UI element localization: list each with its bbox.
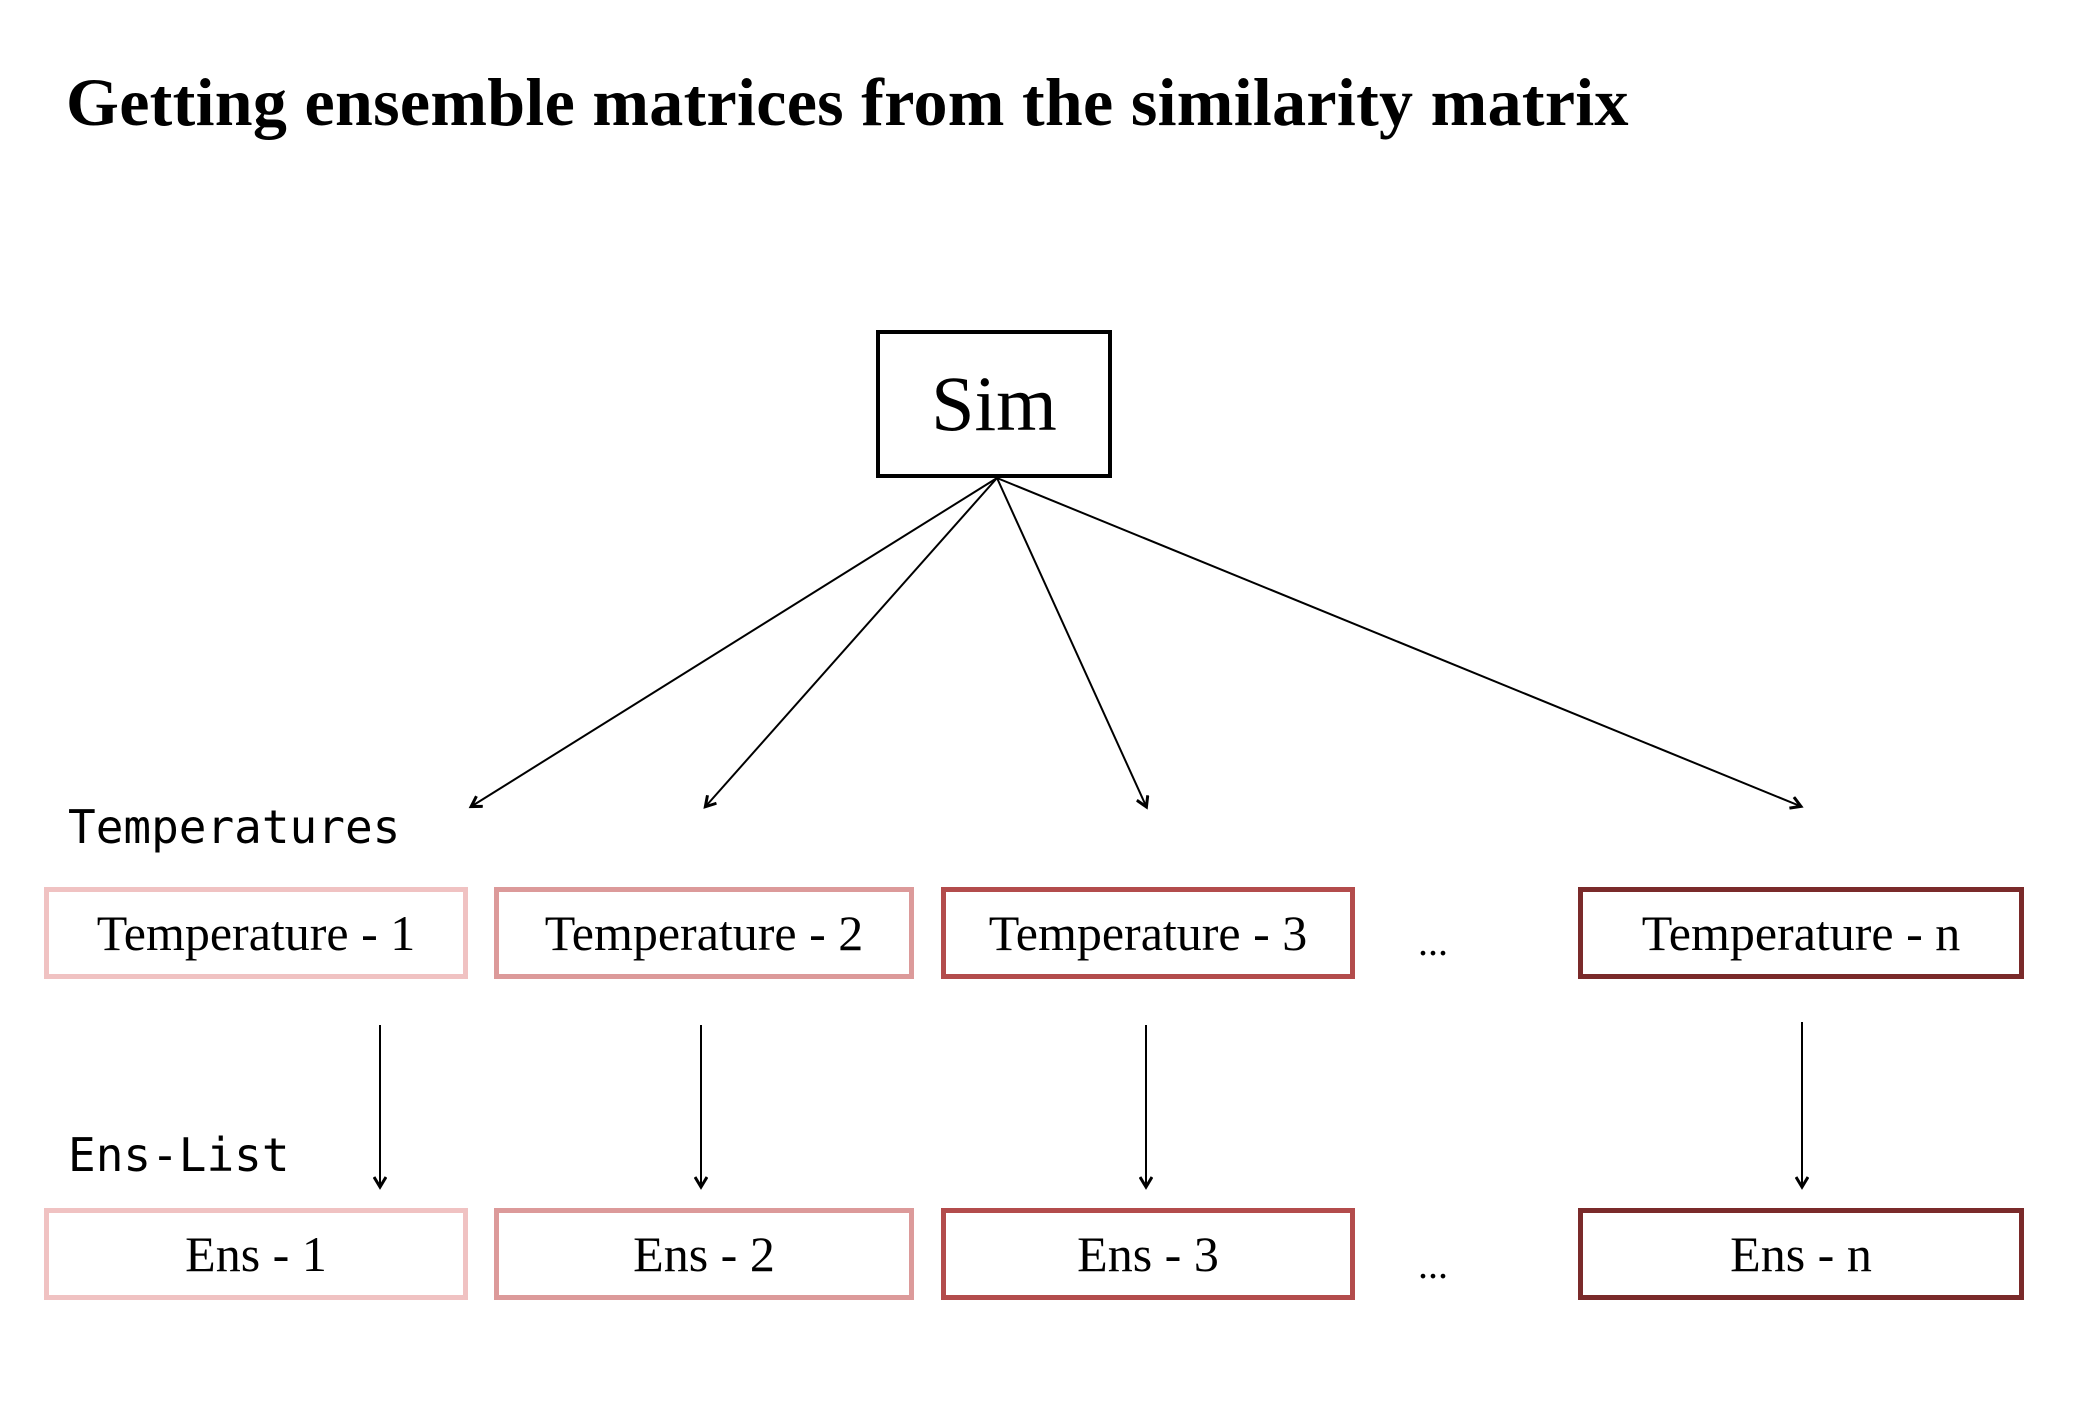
ens-node-label: Ens - n xyxy=(1730,1226,1872,1282)
page-title: Getting ensemble matrices from the simil… xyxy=(66,64,1629,140)
sim-matrix-node: Sim xyxy=(876,330,1112,478)
temperature-node-n: Temperature - n xyxy=(1578,887,2024,979)
sim-matrix-label: Sim xyxy=(931,360,1057,447)
ens-node-3: Ens - 3 xyxy=(941,1208,1355,1300)
ens-node-2: Ens - 2 xyxy=(494,1208,914,1300)
ens-list-row-label: Ens-List xyxy=(68,1128,290,1182)
temperatures-row-label: Temperatures xyxy=(68,800,401,854)
ens-node-label: Ens - 2 xyxy=(633,1226,775,1282)
arrow-sim-to-temperature-1 xyxy=(472,477,998,806)
ens-node-n: Ens - n xyxy=(1578,1208,2024,1300)
temperature-row-ellipsis: ... xyxy=(1418,919,1448,964)
ens-node-1: Ens - 1 xyxy=(44,1208,468,1300)
temperature-node-label: Temperature - 1 xyxy=(96,905,416,961)
ens-node-label: Ens - 1 xyxy=(185,1226,327,1282)
ens-node-label: Ens - 3 xyxy=(1077,1226,1219,1282)
temperature-node-1: Temperature - 1 xyxy=(44,887,468,979)
arrow-sim-to-temperature-3 xyxy=(996,477,1146,806)
temperature-node-label: Temperature - 2 xyxy=(544,905,864,961)
ens-row-ellipsis: ... xyxy=(1418,1242,1448,1287)
arrow-sim-to-temperature-2 xyxy=(706,477,998,806)
temperature-node-label: Temperature - 3 xyxy=(988,905,1308,961)
temperature-node-2: Temperature - 2 xyxy=(494,887,914,979)
temperature-node-label: Temperature - n xyxy=(1641,905,1961,961)
arrow-sim-to-temperature-n xyxy=(996,477,1800,806)
temperature-node-3: Temperature - 3 xyxy=(941,887,1355,979)
